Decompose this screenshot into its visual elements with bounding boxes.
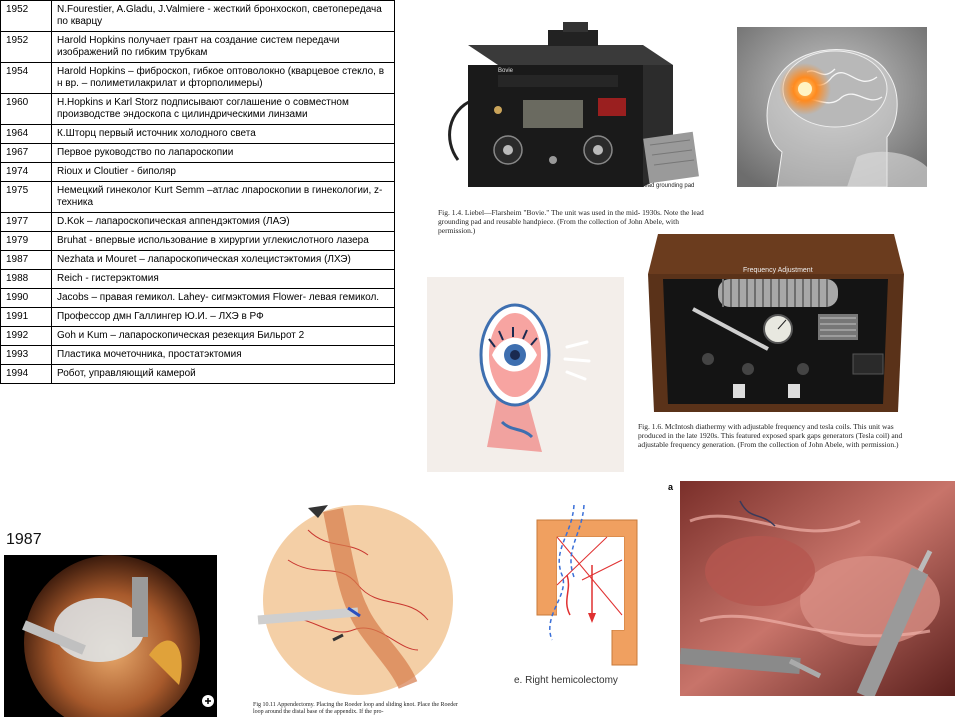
timeline-year: 1975 [0,181,52,213]
mcintosh-device-image: Frequency Adjustment [638,234,914,414]
eye-mirror-image [427,277,624,472]
mcintosh-caption: Fig. 1.6. McIntosh diathermy with adjust… [638,422,903,449]
timeline-event: H.Hopkins и Karl Storz подписывают согла… [51,93,395,125]
laparoscopy-1987-photo [4,555,217,722]
timeline-year: 1954 [0,62,52,94]
timeline-event: Jacobs – правая гемикол. Lahey- сигмэкто… [51,288,395,308]
surgical-image [679,481,955,700]
timeline-event: Робот, управляющий камерой [51,364,395,384]
timeline-year: 1994 [0,364,52,384]
hemicolectomy-diagram-svg [536,504,638,666]
timeline-event: Bruhat - впервые использование в хирурги… [51,231,395,251]
timeline-year: 1990 [0,288,52,308]
bovie-top-label: Bovie [498,68,514,74]
eye-mirror-illustration [427,277,624,472]
hemicolectomy-label: e. Right hemicolectomy [514,675,618,686]
timeline-event: Первое руководство по лапароскопии [51,143,395,163]
hemicolectomy-diagram: e. Right hemicolectomy [512,504,657,690]
mcintosh-top-label: Frequency Adjustment [743,267,813,274]
timeline-event: D.Kok – лапароскопическая аппендэктомия … [51,212,395,232]
timeline-event: Harold Hopkins – фиброскоп, гибкое оптов… [51,62,395,94]
bovie-figure: Bovie lead grounding pad Fig. 1.4. Liebe… [438,20,706,235]
timeline-event: Goh и Kum – лапароскопическая резекция Б… [51,326,395,346]
timeline-event: Nezhata и Mouret – лапароскопическая хол… [51,250,395,270]
year-1987-label: 1987 [6,531,42,548]
panel-letter-a: a [668,482,674,492]
laparoscopy-1987-image [4,555,217,722]
timeline-year: 1964 [0,124,52,144]
mcintosh-figure: Frequency Adjustment Fig. 1.6. McIntosh … [638,234,914,474]
surgical-photo [679,481,955,700]
brain-image [737,27,927,188]
timeline-year: 1952 [0,31,52,63]
timeline-event: Rioux и Cloutier - биполяр [51,162,395,182]
bovie-caption: Fig. 1.4. Liebel—Flarsheim "Bovie." The … [438,208,704,235]
timeline-year: 1987 [0,250,52,270]
timeline-year: 1974 [0,162,52,182]
timeline-year: 1967 [0,143,52,163]
timeline-event: Профессор дмн Галлингер Ю.И. – ЛХЭ в РФ [51,307,395,327]
timeline-event: К.Шторц первый источник холодного света [51,124,395,144]
timeline-event: N.Fourestier, A.Gladu, J.Valmiere - жест… [51,0,395,32]
appendectomy-image [248,500,468,700]
timeline-event: Harold Hopkins получает грант на создани… [51,31,395,63]
timeline-year: 1992 [0,326,52,346]
bovie-pad-label: lead grounding pad [643,183,694,189]
timeline-year: 1960 [0,93,52,125]
timeline-event: Reich - гистерэктомия [51,269,395,289]
appendectomy-figure: Fig 10.11 Appendectomy. Placing the Roed… [248,500,468,720]
timeline-year: 1988 [0,269,52,289]
timeline-year: 1952 [0,0,52,32]
timeline-year: 1979 [0,231,52,251]
timeline-event: Пластика мочеточника, простатэктомия [51,345,395,365]
timeline-year: 1991 [0,307,52,327]
timeline-event: Немецкий гинеколог Kurt Semm –атлас лпар… [51,181,395,213]
timeline-year: 1993 [0,345,52,365]
appendectomy-caption: Fig 10.11 Appendectomy. Placing the Roed… [253,702,458,715]
bovie-device-image: Bovie lead grounding pad [438,20,706,195]
brain-illustration [737,27,927,188]
timeline-year: 1977 [0,212,52,232]
